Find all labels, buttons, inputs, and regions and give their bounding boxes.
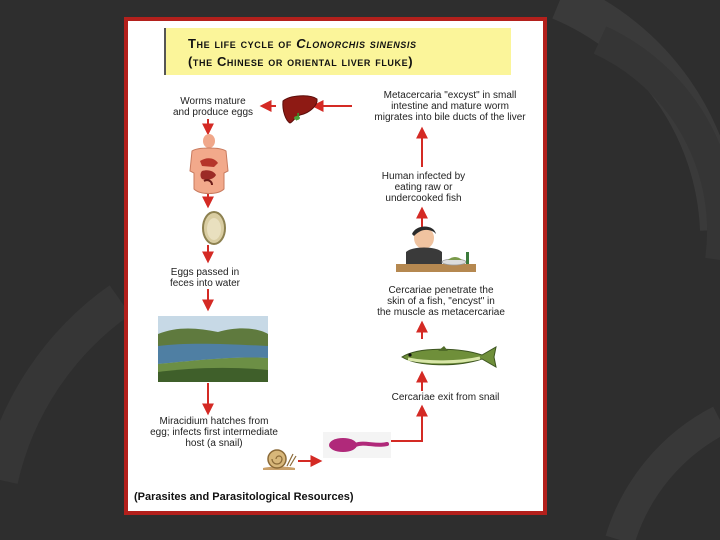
label-cercariae-exit: Cercariae exit from snail [378,392,513,403]
person-eating-icon [396,226,476,274]
fish-icon [398,343,500,371]
label-miracidium: Miracidium hatches from egg; infects fir… [134,416,294,449]
label-cercariae-penetrate-text: Cercariae penetrate the skin of a fish, … [377,285,505,318]
arrow-cercaria-up [390,407,422,441]
label-worms-mature: Worms mature and produce eggs [163,96,263,118]
river-landscape-icon [158,316,268,382]
human-torso-icon [184,133,234,197]
label-eggs-passed: Eggs passed in feces into water [150,267,260,289]
label-human-infected-text: Human infected by eating raw or undercoo… [382,171,465,204]
snail-icon [261,446,299,472]
life-cycle-diagram: The life cycle of Clonorchis sinensis (t… [128,21,543,511]
label-metacercaria: Metacercaria "excyst" in small intestine… [360,90,540,123]
label-miracidium-text: Miracidium hatches from egg; infects fir… [150,416,278,449]
credit-text: (Parasites and Parasitological Resources… [134,491,353,503]
cercaria-icon [323,432,391,458]
label-worms-mature-text: Worms mature and produce eggs [173,96,253,118]
label-eggs-passed-text: Eggs passed in feces into water [170,267,240,289]
egg-icon [200,209,228,247]
label-metacercaria-text: Metacercaria "excyst" in small intestine… [374,90,525,123]
label-human-infected: Human infected by eating raw or undercoo… [376,171,471,204]
label-cercariae-exit-text: Cercariae exit from snail [392,392,500,403]
label-cercariae-penetrate: Cercariae penetrate the skin of a fish, … [366,285,516,318]
liver-icon [280,93,320,127]
